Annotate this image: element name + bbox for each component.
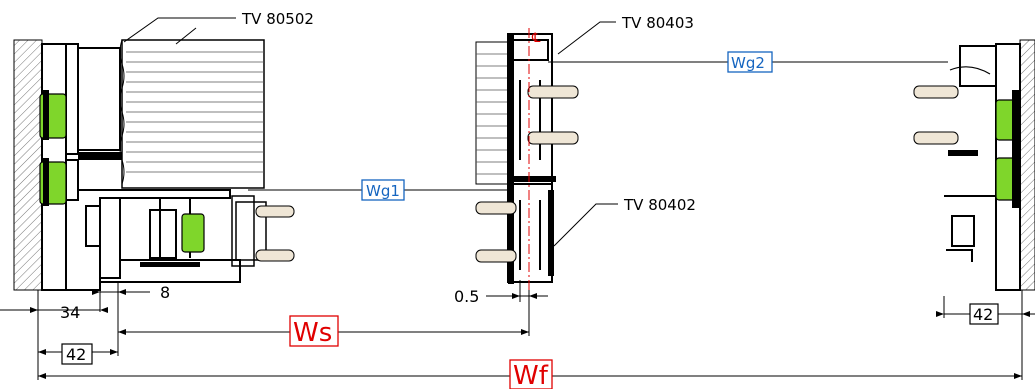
ws-label: Ws: [293, 318, 332, 348]
wg2-label: Wg2: [731, 54, 765, 72]
wg1-box: [361, 179, 405, 201]
dim-42-left: 42: [66, 345, 86, 364]
left-box-hatched: [119, 39, 265, 189]
label-tv-80402: TV 80402: [623, 196, 696, 214]
left-wall: [13, 39, 43, 291]
center-hatched-cover: [475, 41, 509, 185]
dim-box-42-right: [969, 303, 999, 325]
left-frame-dark-parts: [43, 90, 200, 267]
right-glass: [913, 66, 991, 145]
dim-34: 34: [60, 303, 80, 322]
dimension-arrows: [30, 289, 1030, 379]
wg2-box: [727, 51, 773, 73]
dim-42-right: 42: [973, 305, 993, 324]
left-sash: [231, 195, 295, 267]
center-axis: ℄: [528, 28, 541, 296]
wf-box: [509, 359, 553, 389]
leader-lines: [123, 17, 618, 247]
svg-text:℄: ℄: [531, 31, 541, 46]
center-profile: [507, 33, 553, 283]
wf-label: Wf: [513, 361, 549, 389]
wg-lines: [248, 61, 948, 191]
center-glass: [475, 85, 579, 263]
right-wall: [1019, 39, 1035, 291]
label-tv-80502: TV 80502: [241, 10, 314, 28]
dim-box-42-left: [61, 343, 93, 365]
center-profile-dark-parts: [508, 34, 556, 284]
ws-box: [289, 315, 339, 347]
dim-0-5: 0.5: [454, 287, 479, 306]
dim-8: 8: [160, 283, 170, 302]
label-tv-80403: TV 80403: [621, 14, 694, 32]
right-frame-dark-parts: [948, 90, 1020, 208]
wg1-label: Wg1: [366, 182, 400, 200]
